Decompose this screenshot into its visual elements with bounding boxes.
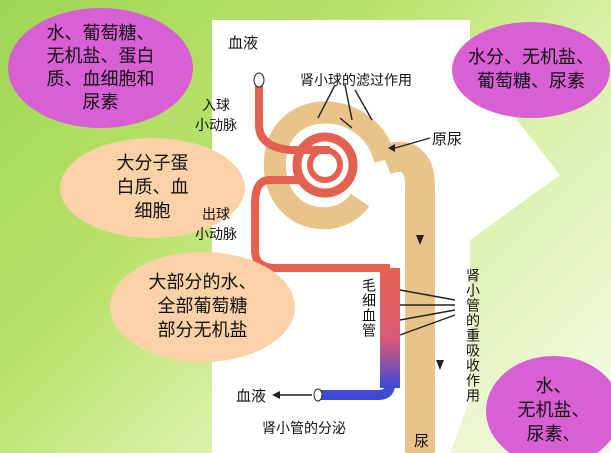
reabsorption-arrows — [399, 289, 456, 336]
bowman-capsule — [263, 101, 396, 230]
glomerulus — [292, 132, 358, 198]
bubble-not-filtered: 大分子蛋 白质、血 细胞 — [60, 138, 245, 238]
label-blood-out: 血液 — [236, 387, 267, 405]
bubble-blood-contents: 水、葡萄糖、 无机盐、蛋白 质、血细胞和 尿素 — [8, 8, 193, 128]
tubule-flow-arrows — [416, 235, 444, 370]
label-blood-in: 血液 — [228, 34, 259, 52]
label-tubule-secretion: 肾小管的分泌 — [262, 421, 346, 437]
afferent-arteriole — [255, 85, 330, 154]
label-afferent-arteriole: 入球 小动脉 — [195, 98, 237, 134]
blood-out-opening — [313, 388, 323, 402]
label-tubule-reabsorption: 肾小管的重吸收作用 — [464, 268, 480, 403]
bubble-urine-contents: 水、 无机盐、 尿素、 — [486, 356, 611, 453]
label-urine: 尿 — [414, 432, 430, 450]
blood-in-opening — [253, 72, 265, 88]
label-primary-urine: 原尿 — [432, 130, 463, 148]
bubble-reabsorbed: 大部分的水、 全部葡萄糖 部分无机盐 — [110, 252, 295, 362]
filtration-arrows — [317, 84, 373, 129]
bubble-filtrate-contents: 水分、无机盐、 葡萄糖、尿素 — [452, 22, 610, 118]
blood-out-arrowhead — [272, 391, 280, 399]
capillary-strip — [380, 268, 400, 388]
glomerulus-inner — [307, 147, 343, 183]
label-capillaries: 毛细血管 — [360, 278, 376, 338]
label-glomerulus-filtration: 肾小球的滤过作用 — [300, 73, 412, 89]
label-efferent-arteriole: 出球 小动脉 — [195, 207, 237, 243]
